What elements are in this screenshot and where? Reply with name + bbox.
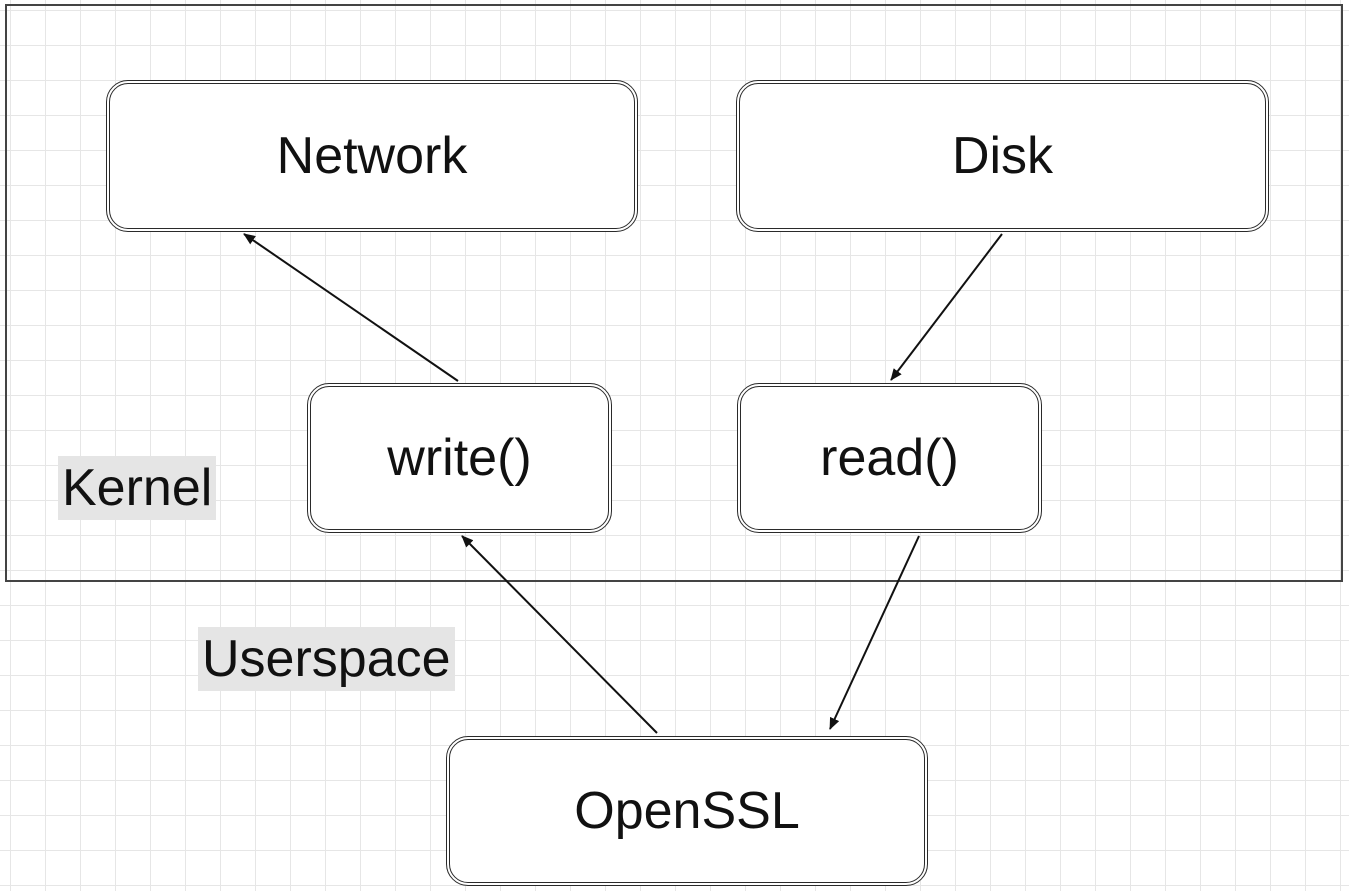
disk-node-label: Disk — [951, 127, 1054, 185]
disk-node[interactable]: Disk — [736, 80, 1269, 232]
userspace-label: Userspace — [198, 627, 455, 691]
network-node-label: Network — [276, 127, 468, 185]
openssl-node-label: OpenSSL — [574, 782, 800, 840]
read-node-label: read() — [820, 429, 959, 487]
network-node[interactable]: Network — [106, 80, 638, 232]
kernel-label: Kernel — [58, 456, 217, 520]
openssl-node[interactable]: OpenSSL — [446, 736, 928, 886]
write-node[interactable]: write() — [307, 383, 612, 533]
write-node-label: write() — [387, 429, 532, 487]
read-node[interactable]: read() — [737, 383, 1042, 533]
kernel-region — [5, 4, 1343, 582]
